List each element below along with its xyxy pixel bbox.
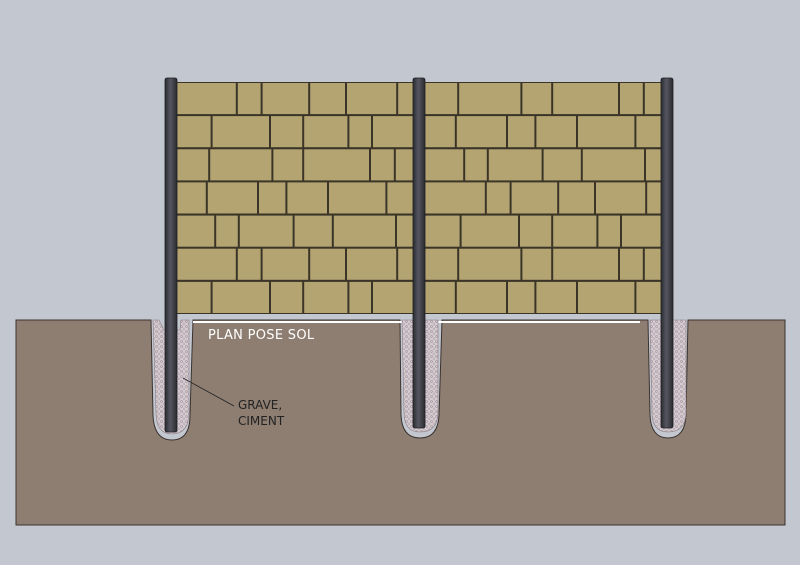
stone-block	[349, 281, 371, 313]
stone-block	[371, 149, 394, 181]
stone-block	[636, 281, 663, 313]
stone-block	[294, 215, 332, 247]
stone-block	[536, 116, 576, 148]
stone-block	[373, 116, 416, 148]
stone-block	[543, 149, 581, 181]
stone-block	[171, 281, 211, 313]
stone-block	[456, 116, 506, 148]
stone-block	[578, 281, 635, 313]
stone-block	[420, 281, 455, 313]
stone-block	[456, 281, 506, 313]
stone-block	[559, 182, 594, 214]
stone-block	[578, 116, 635, 148]
stone-block	[553, 83, 618, 115]
stone-block	[216, 215, 238, 247]
stone-block	[459, 83, 521, 115]
stone-block	[347, 83, 397, 115]
stone-block	[508, 281, 535, 313]
stone-block	[212, 281, 269, 313]
stone-block	[207, 182, 257, 214]
fence-posts	[164, 77, 674, 433]
stone-block	[271, 281, 303, 313]
stone-block	[171, 215, 215, 247]
stone-block	[310, 83, 345, 115]
stone-block	[465, 149, 487, 181]
stone-block	[398, 83, 416, 115]
stone-block	[210, 149, 272, 181]
stone-block	[212, 116, 269, 148]
ground-level-label: PLAN POSE SOL	[208, 328, 315, 343]
stone-block	[536, 281, 576, 313]
stone-block	[287, 182, 327, 214]
stone-block	[171, 83, 236, 115]
stone-block	[522, 83, 552, 115]
stone-block	[598, 215, 620, 247]
stone-block	[271, 116, 303, 148]
fence-post	[660, 77, 674, 429]
stone-block	[488, 149, 542, 181]
ground-block	[15, 319, 786, 526]
stone-block	[620, 248, 643, 280]
fill-label-line1: GRAVE,	[238, 398, 282, 412]
stone-block	[304, 149, 369, 181]
stone-block	[171, 116, 211, 148]
stone-block	[644, 83, 663, 115]
stone-block	[171, 248, 236, 280]
stone-block	[520, 215, 552, 247]
stone-block	[395, 149, 416, 181]
stone-block	[373, 281, 416, 313]
stone-block	[644, 248, 663, 280]
stone-block	[620, 83, 643, 115]
stone-block	[511, 182, 558, 214]
stone-block	[508, 116, 535, 148]
fence-post	[412, 77, 426, 429]
stone-block	[387, 182, 416, 214]
stone-block	[237, 83, 261, 115]
stone-block	[259, 182, 286, 214]
stone-block	[304, 116, 348, 148]
stone-block	[553, 248, 618, 280]
fence-post	[164, 77, 178, 433]
stone-block	[486, 182, 510, 214]
stone-block	[420, 182, 485, 214]
stone-block	[237, 248, 261, 280]
stone-block	[329, 182, 386, 214]
stone-block	[522, 248, 552, 280]
stone-block	[420, 83, 458, 115]
stone-block	[420, 116, 455, 148]
stone-block	[646, 149, 663, 181]
stone-block	[420, 215, 460, 247]
stone-block	[347, 248, 397, 280]
stone-block	[582, 149, 644, 181]
stone-block	[553, 215, 597, 247]
fill-leader-line	[182, 377, 235, 407]
stone-block	[333, 215, 395, 247]
stone-block	[310, 248, 345, 280]
stone-block	[397, 215, 416, 247]
stone-block	[349, 116, 371, 148]
fill-label-line2: CIMENT	[238, 414, 285, 428]
stone-block	[398, 248, 416, 280]
stone-block	[304, 281, 348, 313]
stone-block	[636, 116, 663, 148]
stone-block	[273, 149, 303, 181]
stone-block	[239, 215, 293, 247]
stone-block	[420, 248, 458, 280]
stone-block	[420, 149, 464, 181]
stone-block	[647, 182, 663, 214]
stone-block	[262, 248, 309, 280]
stone-block	[461, 215, 518, 247]
stone-block	[622, 215, 663, 247]
stone-block	[262, 83, 309, 115]
stone-block	[596, 182, 646, 214]
fence-panels	[170, 82, 666, 314]
stone-block	[459, 248, 521, 280]
